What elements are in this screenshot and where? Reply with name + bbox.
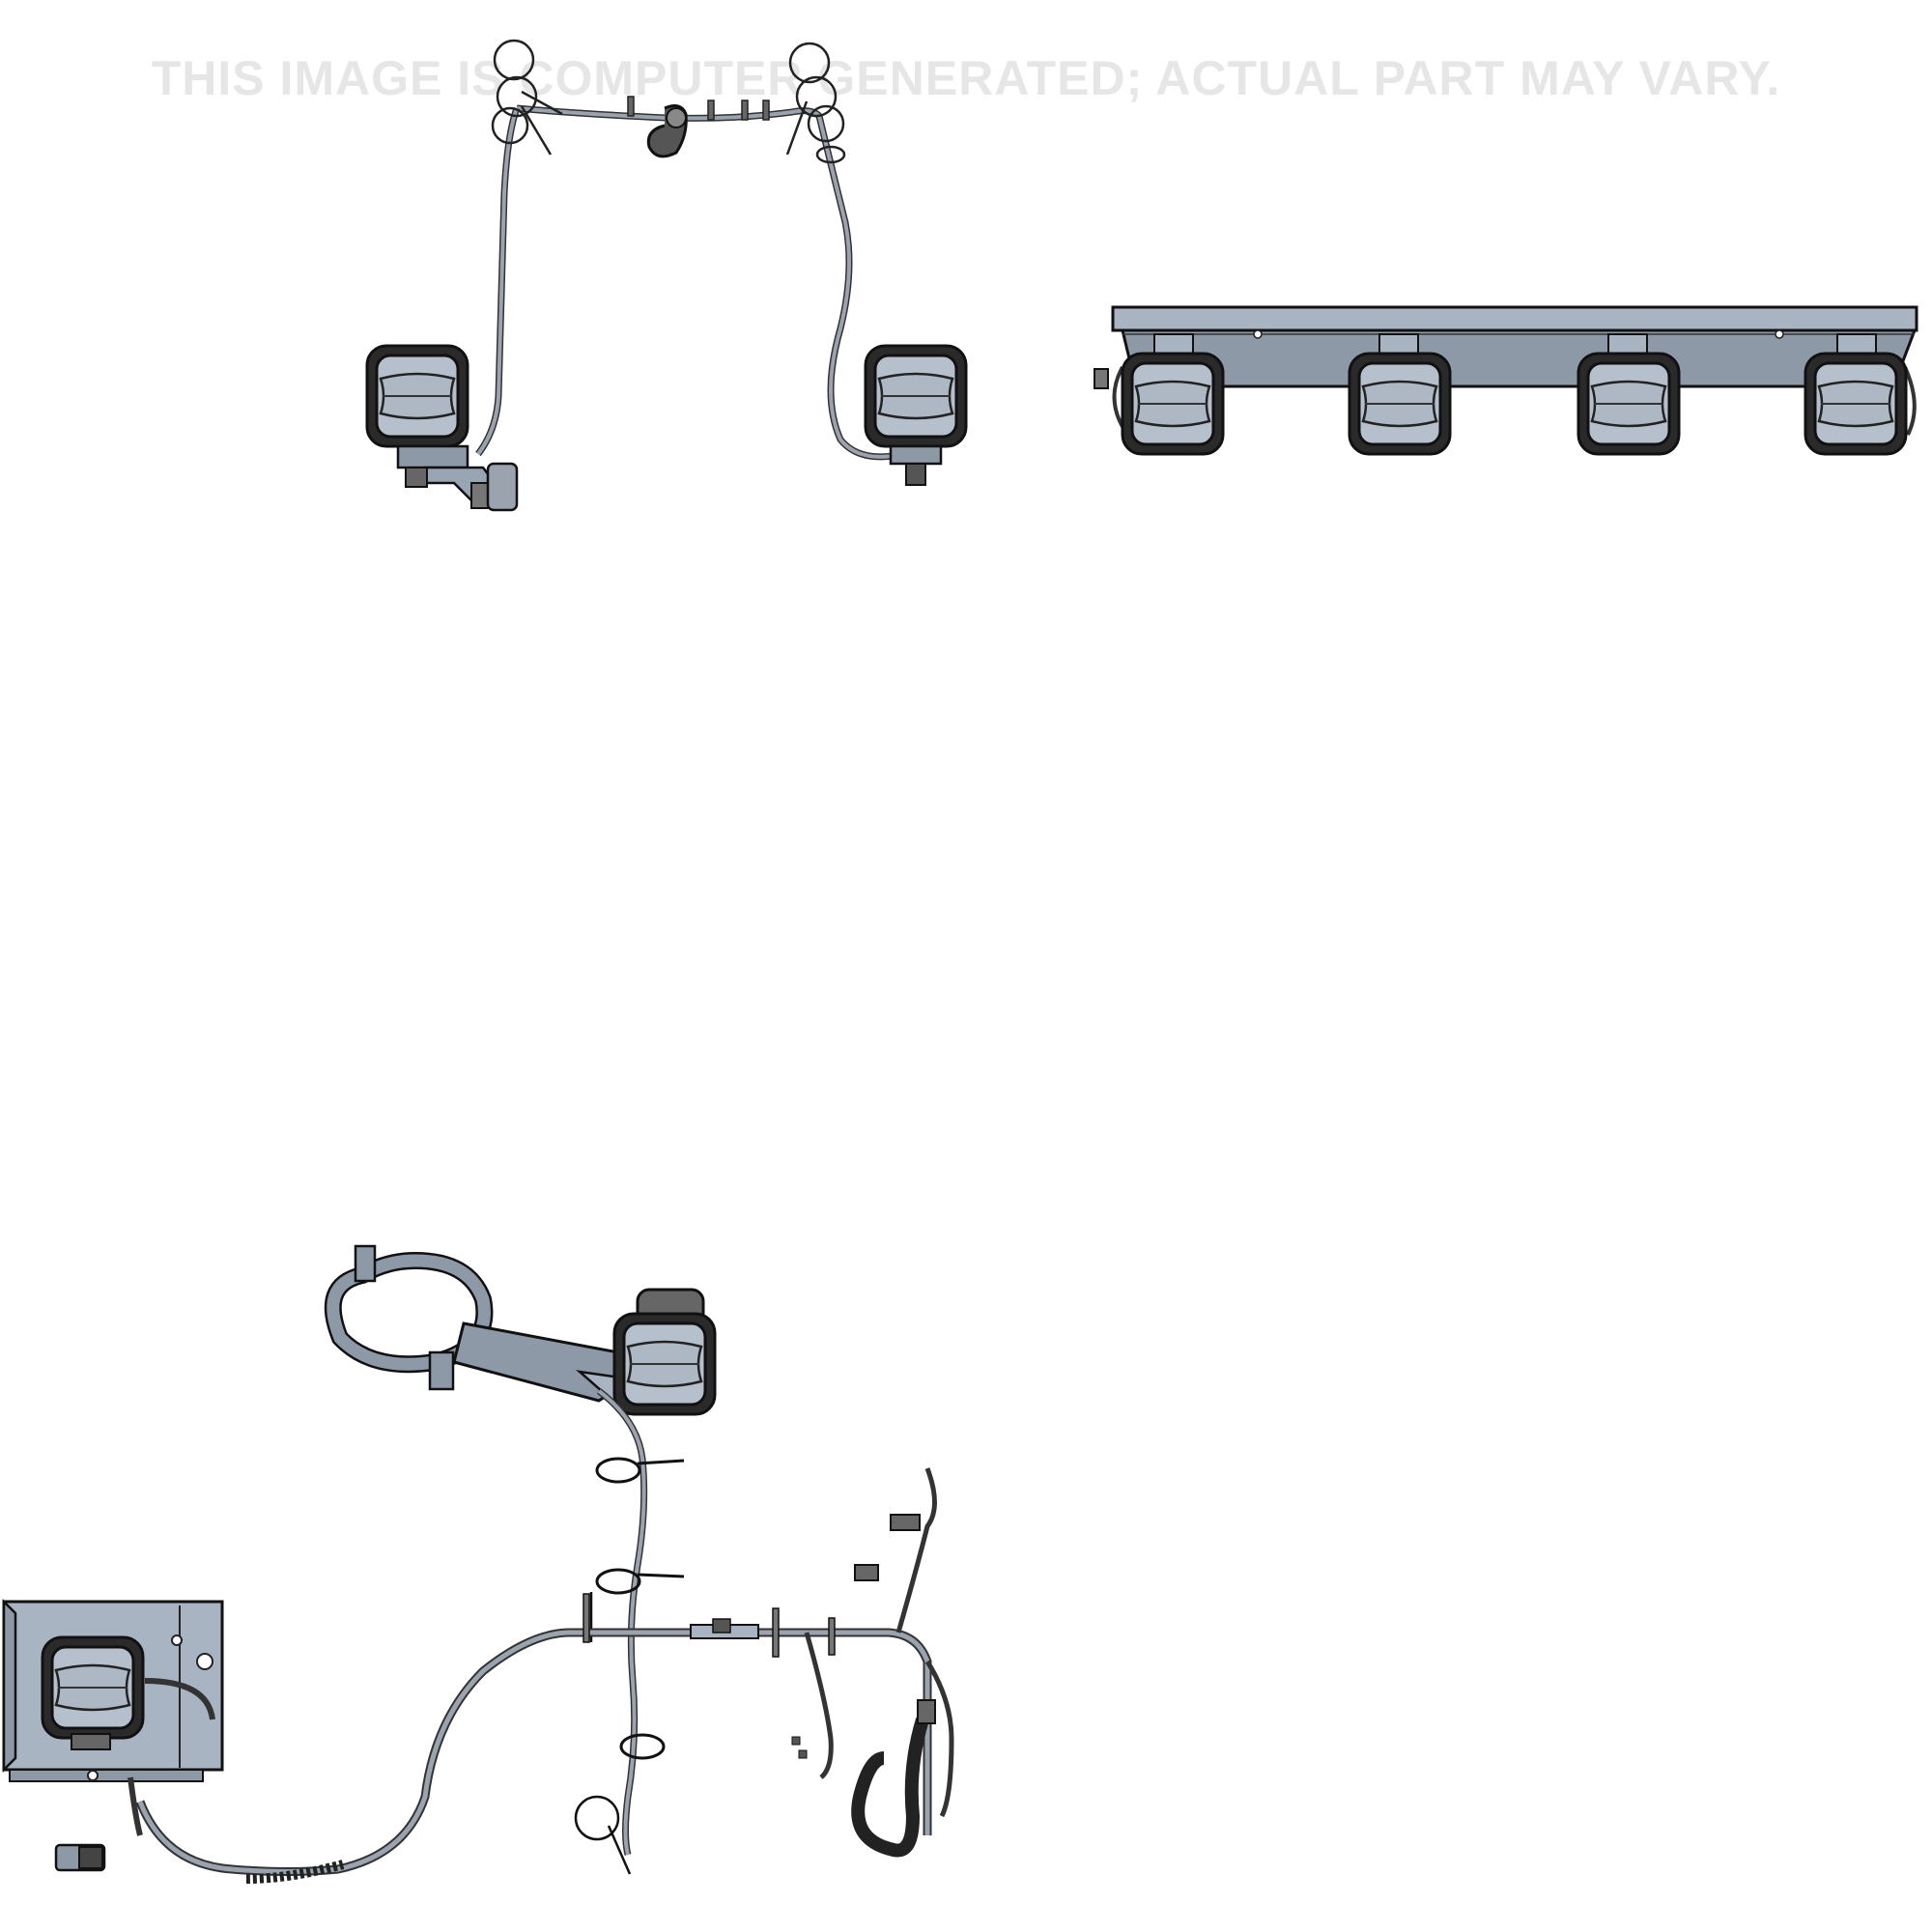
view-top-left-harness (365, 39, 968, 512)
view-top-right-light-bar (1094, 305, 1918, 456)
view-bottom-kit (2, 1244, 954, 1884)
